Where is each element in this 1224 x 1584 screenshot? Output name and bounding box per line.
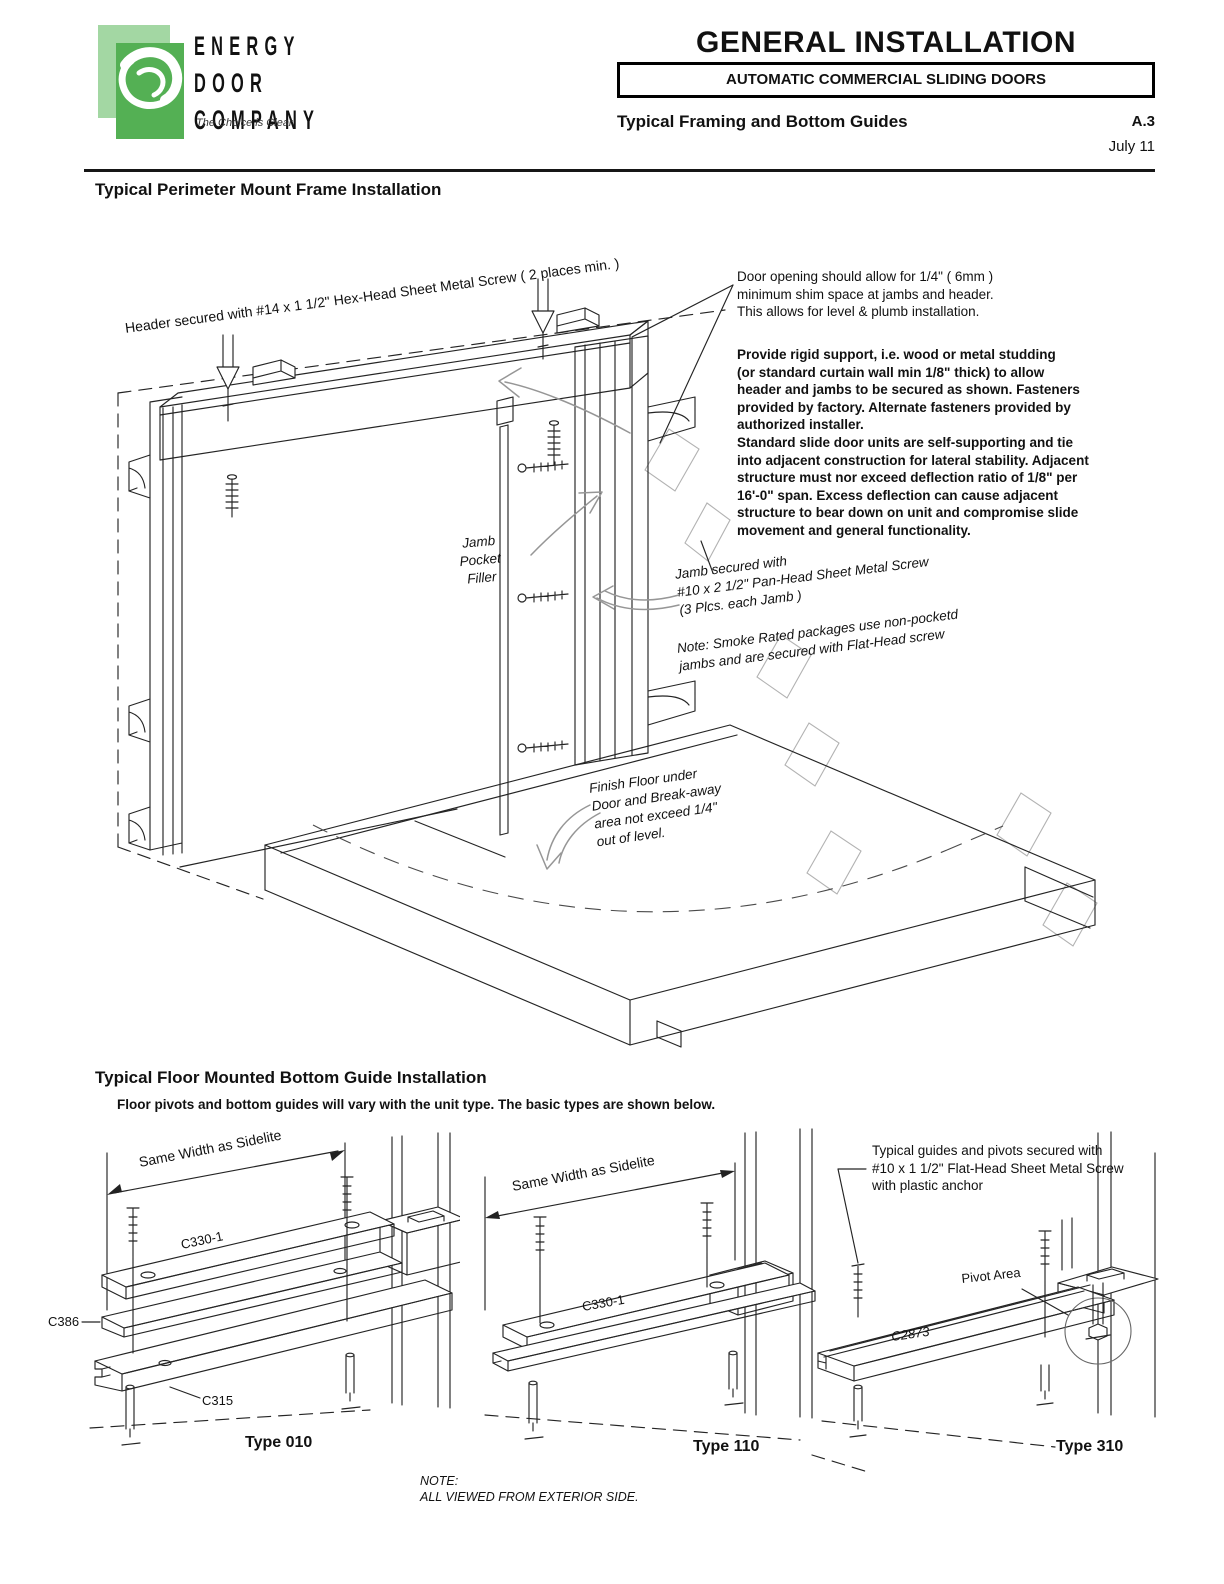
type-310-drawing: Pivot Area C2873 Type 310	[811, 1131, 1159, 1473]
section1-heading: Typical Perimeter Mount Frame Installati…	[95, 180, 442, 199]
wordmark-line: ENERGY	[194, 31, 301, 62]
type010-dimension-label: Same Width as Sidelite	[138, 1127, 283, 1170]
company-logo	[95, 15, 190, 140]
product-line-box: AUTOMATIC COMMERCIAL SLIDING DOORS	[617, 62, 1155, 98]
perimeter-frame-drawing	[117, 278, 1098, 1048]
rigid-support-note: Provide rigid support, i.e. wood or meta…	[737, 347, 1089, 538]
part-label-c386: C386	[48, 1314, 79, 1329]
wordmark-line: DOOR	[194, 68, 269, 99]
part-label-c315: C315	[202, 1393, 233, 1408]
type110-caption: Type 110	[693, 1438, 760, 1455]
part-label-c330-1: C330-1	[581, 1292, 626, 1314]
doc-date: July 11	[1108, 138, 1155, 155]
type-110-drawing: Same Width as Sidelite C330-1 Type 110	[484, 1128, 816, 1455]
section2-subheading: Floor pivots and bottom guides will vary…	[117, 1097, 716, 1112]
doc-code: A.3	[1131, 113, 1155, 130]
section2-heading: Typical Floor Mounted Bottom Guide Insta…	[95, 1068, 487, 1087]
doc-title: Typical Framing and Bottom Guides	[617, 112, 908, 131]
company-tagline: The Choice is Clear	[196, 117, 293, 129]
note-line: This allows for level & plumb installati…	[737, 304, 980, 319]
energy-door-logo-icon	[98, 25, 184, 139]
company-wordmark: ENERGY DOOR COMPANY	[194, 28, 320, 139]
type-010-drawing: Same Width as Sidelite C330-1 C386 C315 …	[48, 1127, 460, 1451]
type310-fastener-note: Typical guides and pivots secured with #…	[872, 1143, 1124, 1193]
jamb-pocket-filler-label: Jamb Pocket Filler	[458, 532, 502, 587]
page-title: GENERAL INSTALLATION	[696, 26, 1076, 59]
type110-dimension-label: Same Width as Sidelite	[511, 1152, 656, 1194]
door-opening-note: Door opening should allow for 1/4" ( 6mm…	[737, 268, 994, 321]
note-line: minimum shim space at jambs and header.	[737, 286, 994, 302]
exterior-view-note: NOTE: ALL VIEWED FROM EXTERIOR SIDE.	[420, 1474, 639, 1504]
wordmark-line: COMPANY	[194, 106, 321, 136]
pivot-area-label: Pivot Area	[961, 1265, 1022, 1286]
type010-caption: Type 010	[245, 1434, 312, 1451]
header-divider	[84, 169, 1155, 172]
part-label-c2873: C2873	[890, 1324, 931, 1344]
type310-caption: Type 310	[1056, 1438, 1123, 1455]
note-line: Door opening should allow for 1/4" ( 6mm…	[737, 269, 994, 284]
